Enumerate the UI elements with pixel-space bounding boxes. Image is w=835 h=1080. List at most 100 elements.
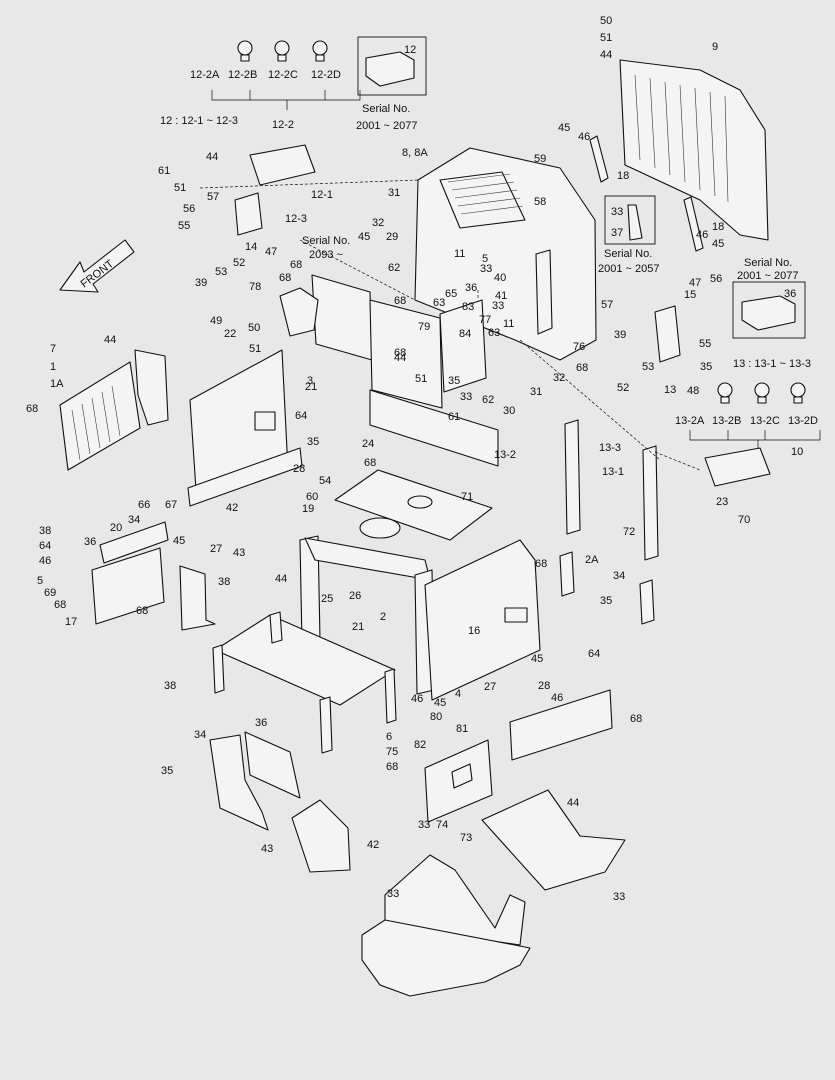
callout-label: 52 [617,382,629,394]
callout-label: 13-3 [599,442,621,454]
bracket-76 [279,287,319,337]
serial-note-37-range: 2001 ~ 2057 [598,263,659,275]
callout-label: 45 [712,238,724,250]
callout-label: 44 [567,797,579,809]
callout-label: 12-1 [311,189,333,201]
callout-label: 33 [387,888,399,900]
callout-label: 34 [128,514,140,526]
cover-5 [91,547,165,625]
plate-73 [361,919,531,997]
callout-label: 5 [37,575,43,587]
callout-label: 62 [388,262,400,274]
callout-label: 31 [388,187,400,199]
bracket-25 [559,551,575,597]
serial-note-12-range: 2001 ~ 2077 [356,120,417,132]
side-panel-2 [424,539,541,701]
serial-note-12-title: Serial No. [362,103,410,115]
callout-label: 78 [249,281,261,293]
callout-label: 44 [206,151,218,163]
bulb-code-13-2c: 13-2C [750,415,780,427]
callout-label: 74 [436,819,448,831]
bulb-code-13-2a: 13-2A [675,415,705,427]
inset-box-12 [357,36,427,96]
callout-label: 65 [445,288,457,300]
callout-label: 75 [386,746,398,758]
bulb-code-13-2b: 13-2B [712,415,741,427]
callout-label: 68 [576,362,588,374]
callout-label: 35 [700,361,712,373]
work-light-12 [249,144,316,186]
callout-label: 34 [613,570,625,582]
callout-label: 46 [411,693,423,705]
callout-label: 33 [460,391,472,403]
callout-label: 10 [791,446,803,458]
callout-label: 36 [784,288,796,300]
plate-81 [244,731,301,799]
rear-grille [619,59,769,241]
callout-label: 68 [535,558,547,570]
callout-label: 46 [39,555,51,567]
callout-label: 62 [482,394,494,406]
front-arrow [59,239,135,293]
serial-note-45-range: 2093 ~ [309,249,343,261]
callout-label: 33 [613,891,625,903]
callout-label: 39 [195,277,207,289]
callout-label: 68 [290,259,302,271]
callout-label: 68 [136,605,148,617]
main-cover [414,147,597,361]
callout-label: 70 [738,514,750,526]
callout-label: 20 [110,522,122,534]
plate-82 [291,799,351,873]
callout-label: 59 [534,153,546,165]
callout-label: 44 [394,352,406,364]
callout-label: 40 [494,272,506,284]
callout-label: 14 [245,241,257,253]
bulb-code-13-2d: 13-2D [788,415,818,427]
callout-label: 64 [295,410,307,422]
bulb-code-12-2b: 12-2B [228,69,257,81]
bulb-icons-12 [237,40,328,62]
callout-label: 63 [488,327,500,339]
callout-label: 7 [50,343,56,355]
callout-label: 12-2 [272,119,294,131]
bracket-14 [234,192,263,236]
callout-label: 81 [456,723,468,735]
callout-label: 44 [275,573,287,585]
callout-label: 46 [551,692,563,704]
callout-label: 32 [372,217,384,229]
callout-label: 27 [484,681,496,693]
bracket-69 [179,565,216,631]
callout-label: 63 [433,297,445,309]
callout-label: 44 [600,49,612,61]
callout-label: 68 [279,272,291,284]
callout-label: 19 [302,503,314,515]
callout-label: 1 [50,361,56,373]
bulb-code-12-2c: 12-2C [268,69,298,81]
callout-label: 48 [687,385,699,397]
callout-label: 52 [233,257,245,269]
callout-label: 16 [468,625,480,637]
callout-label: 46 [578,131,590,143]
callout-label: 45 [558,122,570,134]
callout-label: 68 [394,295,406,307]
callout-label: 53 [215,266,227,278]
bulb-code-12-2a: 12-2A [190,69,220,81]
callout-label: 68 [54,599,66,611]
serial-note-13-range: 2001 ~ 2077 [737,270,798,282]
work-light-13 [704,447,771,487]
callout-label: 47 [265,246,277,258]
callout-label: 45 [173,535,185,547]
callout-label: 60 [306,491,318,503]
callout-label: 25 [321,593,333,605]
callout-label: 3 [307,375,313,387]
callout-label: 77 [479,314,491,326]
callout-label: 2 [380,611,386,623]
callout-label: 13-1 [602,466,624,478]
callout-label: 11 [454,248,465,260]
callout-label: 66 [138,499,150,511]
callout-label: 71 [461,491,473,503]
callout-label: 11 [503,318,514,330]
callout-label: 18 [617,170,629,182]
callout-label: 55 [178,220,190,232]
